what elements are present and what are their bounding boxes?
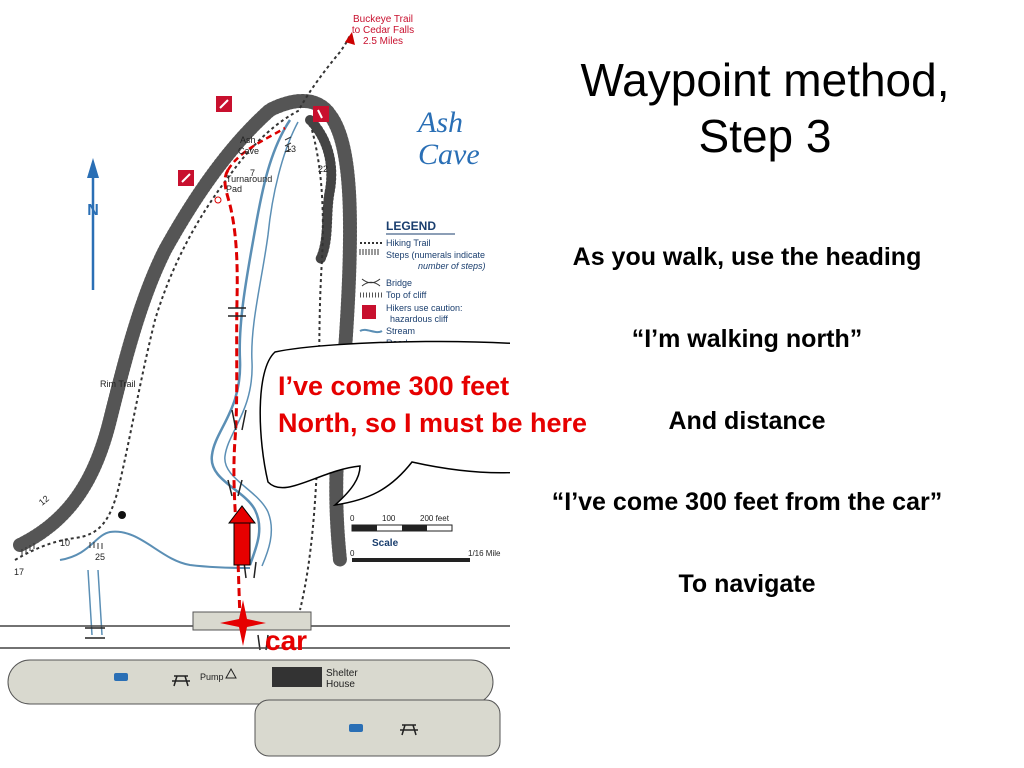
step-count: 25 (95, 552, 105, 562)
step-count: 13 (286, 144, 296, 154)
car-label: car (265, 625, 308, 656)
scale-tick: 0 (350, 549, 355, 558)
car-position-icon (220, 600, 266, 646)
shelter-label-line1: Shelter (326, 668, 358, 679)
hazard-icon (178, 96, 329, 186)
buckeye-trail (299, 34, 351, 109)
quote-distance: “I’ve come 300 feet from the car” (551, 488, 943, 516)
legend-item: Top of cliff (386, 290, 427, 300)
trail-note-line2: to Cedar Falls (352, 25, 414, 36)
legend-item: Hiking Trail (386, 238, 431, 248)
map-marker-icon (118, 511, 126, 519)
streams (59, 119, 299, 636)
step-count: 10 (60, 538, 70, 548)
scale-tick: 1/16 Mile (468, 549, 501, 558)
trail-note-line3: 2.5 Miles (363, 36, 403, 47)
scale-tick: 0 (350, 514, 355, 523)
trail-arrow-icon (345, 32, 355, 45)
callout-bubble (259, 340, 510, 507)
legend-item: Hikers use caution: (386, 303, 463, 313)
east-trail (299, 129, 324, 611)
legend-item: Stream (386, 326, 415, 336)
turnaround-label-line1: Turnaround (226, 174, 272, 184)
steps (21, 136, 292, 555)
heading-arrow-icon (227, 505, 257, 566)
map-legend: LEGEND Hiking Trail Steps (numerals indi… (359, 219, 486, 348)
slide-title: Waypoint method, Step 3 (520, 52, 1010, 164)
picnic-table-icon (172, 675, 418, 736)
title-line-1: Waypoint method, (580, 54, 950, 106)
pump-label: Pump (200, 672, 224, 682)
trail-map: N Ash Cave Buckeye Trail to Cedar Falls … (0, 14, 510, 757)
map-title-line1: Ash (416, 106, 463, 139)
parking-car-icon (114, 673, 363, 732)
shelter-house-icon (272, 667, 322, 687)
cliff-rim (13, 93, 358, 567)
pump-icon (225, 667, 237, 679)
north-arrow-icon: N (87, 158, 99, 290)
scale-tick: 100 (382, 514, 396, 523)
ash-cave-label-line1: Ash (240, 135, 256, 145)
quote-walking-north: “I’m walking north” (631, 325, 863, 353)
shelter-label-line2: House (326, 679, 355, 690)
turnaround-icon (214, 196, 222, 204)
ash-cave-label-line2: Cave (238, 146, 259, 156)
instruction-heading: As you walk, use the heading (572, 243, 922, 271)
rim-trail (14, 109, 301, 561)
legend-item: Bridge (386, 278, 412, 288)
trail-note-line1: Buckeye Trail (353, 14, 413, 25)
road-area: Shelter House Pump (0, 611, 510, 757)
walked-path (223, 169, 242, 621)
legend-item: hazardous cliff (390, 314, 448, 324)
callout-text: I’ve come 300 feet North, so I must be h… (278, 371, 588, 438)
map-scale: 0 100 200 feet Scale 0 1/16 Mile (350, 514, 501, 562)
instruction-navigate: To navigate (678, 570, 816, 598)
step-count: 17 (14, 567, 24, 577)
step-count: 7 (250, 168, 255, 178)
north-label: N (87, 202, 99, 219)
scale-label: Scale (372, 538, 399, 549)
legend-title: LEGEND (386, 219, 436, 233)
instruction-distance: And distance (668, 407, 826, 435)
scale-tick: 200 feet (420, 514, 450, 523)
map-title-line2: Cave (418, 138, 480, 171)
title-line-2: Step 3 (698, 110, 832, 162)
turnaround-label-line2: Pad (226, 184, 242, 194)
legend-item: Steps (numerals indicate (386, 250, 485, 260)
step-count: 22 (318, 164, 328, 174)
legend-item: number of steps) (418, 261, 486, 271)
step-count: 12 (37, 493, 51, 507)
rim-trail-label: Rim Trail (100, 379, 136, 389)
